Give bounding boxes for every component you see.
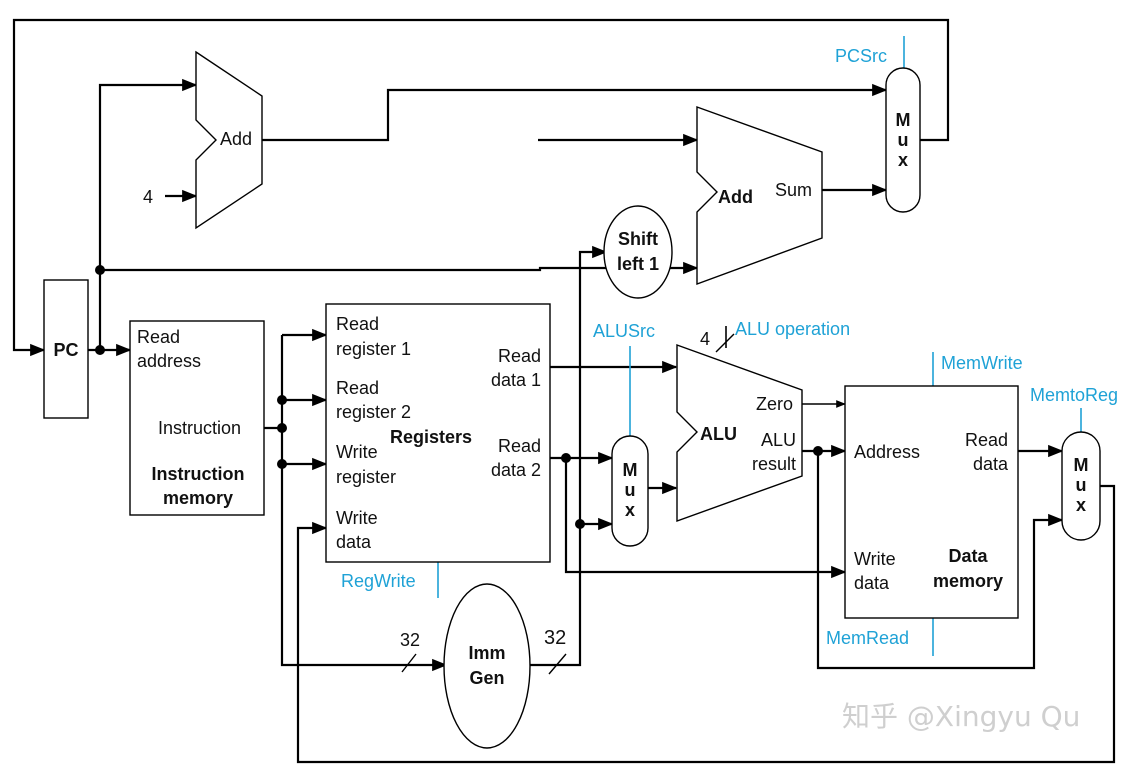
branch-adder (696, 106, 823, 286)
memwrite-label: MemWrite (941, 353, 1023, 373)
alusrc-label: ALUSrc (593, 321, 655, 341)
memtoreg-mux-m: M (1074, 455, 1089, 475)
reg-read-reg1-2: register 1 (336, 339, 411, 359)
shift-left-unit (603, 205, 673, 299)
pc-adder-label: Add (220, 129, 252, 149)
shift-left-label-1: Shift (618, 229, 658, 249)
const-four-label: 4 (143, 187, 153, 207)
reg-read-data2-2: data 2 (491, 460, 541, 480)
wire-writeback (296, 484, 1116, 764)
junction-dot (575, 519, 585, 529)
imm-gen-label-2: Gen (469, 668, 504, 688)
registers-title: Registers (390, 427, 472, 447)
pcsrc-mux (885, 67, 921, 213)
memtoreg-label: MemtoReg (1030, 385, 1118, 405)
reg-read-data2-1: Read (498, 436, 541, 456)
junction-dot (95, 265, 105, 275)
dmem-write-data-1: Write (854, 549, 896, 569)
alusrc-mux-u: u (625, 480, 636, 500)
imm-gen-unit (443, 583, 531, 749)
branch-adder-label: Add (718, 187, 753, 207)
bus-slash-imm-in (401, 653, 417, 673)
alu-result-2: result (752, 454, 796, 474)
aluop-width-label: 4 (700, 329, 710, 349)
reg-write-reg-2: register (336, 467, 396, 487)
control-wires (437, 36, 1082, 656)
junction-dot (277, 395, 287, 405)
pc-register (43, 279, 89, 419)
alusrc-mux-x: x (625, 500, 635, 520)
alusrc-mux (611, 435, 649, 547)
reg-write-reg-1: Write (336, 442, 378, 462)
reg-read-reg2-1: Read (336, 378, 379, 398)
reg-write-data-2: data (336, 532, 372, 552)
alu-label: ALU (700, 424, 737, 444)
alu-result-1: ALU (761, 430, 796, 450)
wire-next-pc (12, 18, 950, 357)
junction-dot (277, 423, 287, 433)
dmem-title-2: memory (933, 571, 1003, 591)
wire-instr-bus (280, 335, 448, 672)
watermark: 知乎 @Xingyu Qu (842, 700, 1080, 733)
register-file (325, 303, 551, 563)
alusrc-mux-m: M (623, 460, 638, 480)
memtoreg-mux (1061, 431, 1101, 541)
pc-label: PC (53, 340, 78, 360)
imem-read-address-1: Read (137, 327, 180, 347)
wire-pc-add (98, 78, 198, 350)
pcsrc-mux-x: x (898, 150, 908, 170)
regwrite-label: RegWrite (341, 571, 416, 591)
wire-alu-memtoreg (816, 451, 1064, 670)
pcsrc-mux-m: M (896, 110, 911, 130)
imem-title-2: memory (163, 488, 233, 508)
imm-gen-label-1: Imm (468, 643, 505, 663)
imem-instruction-label: Instruction (158, 418, 241, 438)
imem-title-1: Instruction (152, 464, 245, 484)
imm-out-width: 32 (544, 627, 566, 649)
dmem-write-data-2: data (854, 573, 890, 593)
junction-dot (813, 446, 823, 456)
reg-read-data1-2: data 1 (491, 370, 541, 390)
wire-rd2-dmem (564, 458, 847, 579)
instruction-memory (129, 320, 265, 516)
aluop-slash (715, 333, 735, 353)
pcsrc-mux-u: u (898, 130, 909, 150)
shift-left-label-2: left 1 (617, 254, 659, 274)
dmem-read-data-1: Read (965, 430, 1008, 450)
wires (12, 18, 1116, 764)
alu-zero-label: Zero (756, 394, 793, 414)
sum-label: Sum (775, 180, 812, 200)
alu (676, 344, 803, 522)
wire-imm-shift (530, 245, 608, 667)
alu-operation-label: ALU operation (735, 319, 850, 339)
junction-dot (95, 345, 105, 355)
imem-read-address-2: address (137, 351, 201, 371)
pc-adder (195, 50, 263, 230)
memread-label: MemRead (826, 628, 909, 648)
reg-read-reg1-1: Read (336, 314, 379, 334)
imm-in-width: 32 (400, 630, 420, 650)
pcsrc-label: PCSrc (835, 46, 887, 66)
reg-read-reg2-2: register 2 (336, 402, 411, 422)
memtoreg-mux-x: x (1076, 495, 1086, 515)
wire-pc4-mux (262, 83, 888, 142)
dmem-address-label: Address (854, 442, 920, 462)
memtoreg-mux-u: u (1076, 475, 1087, 495)
bus-slash-imm-out (548, 653, 567, 675)
junction-dot (561, 453, 571, 463)
junctions (95, 265, 823, 529)
junction-dot (277, 459, 287, 469)
reg-write-data-1: Write (336, 508, 378, 528)
reg-read-data1-1: Read (498, 346, 541, 366)
data-memory (844, 385, 1019, 619)
dmem-title-1: Data (948, 546, 988, 566)
dmem-read-data-2: data (973, 454, 1009, 474)
